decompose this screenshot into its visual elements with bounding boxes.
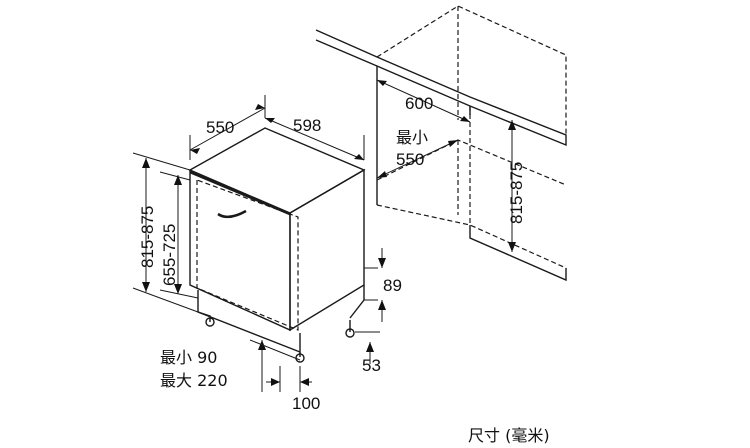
dim-door-height: 655-725	[160, 224, 179, 286]
dim-plinth-53: 53	[362, 356, 381, 375]
dim-niche-min-550: 550	[396, 150, 424, 169]
dim-plinth-min: 最小 90	[160, 348, 217, 367]
dim-plinth-89: 89	[383, 276, 402, 295]
dim-plinth-100: 100	[292, 394, 320, 413]
dim-niche-min-label: 最小	[396, 128, 428, 147]
cabinet-niche	[315, 5, 567, 282]
dim-plinth-max: 最大 220	[160, 371, 228, 390]
dimension-lines	[132, 79, 516, 392]
dim-width-598: 598	[293, 116, 321, 135]
dim-appliance-height: 815-875	[138, 206, 157, 268]
dim-depth-550: 550	[206, 118, 234, 137]
dishwasher-body	[188, 127, 366, 363]
units-caption: 尺寸 (毫米)	[468, 426, 550, 445]
dim-niche-width-600: 600	[405, 94, 433, 113]
dim-niche-height: 815-875	[507, 162, 526, 224]
